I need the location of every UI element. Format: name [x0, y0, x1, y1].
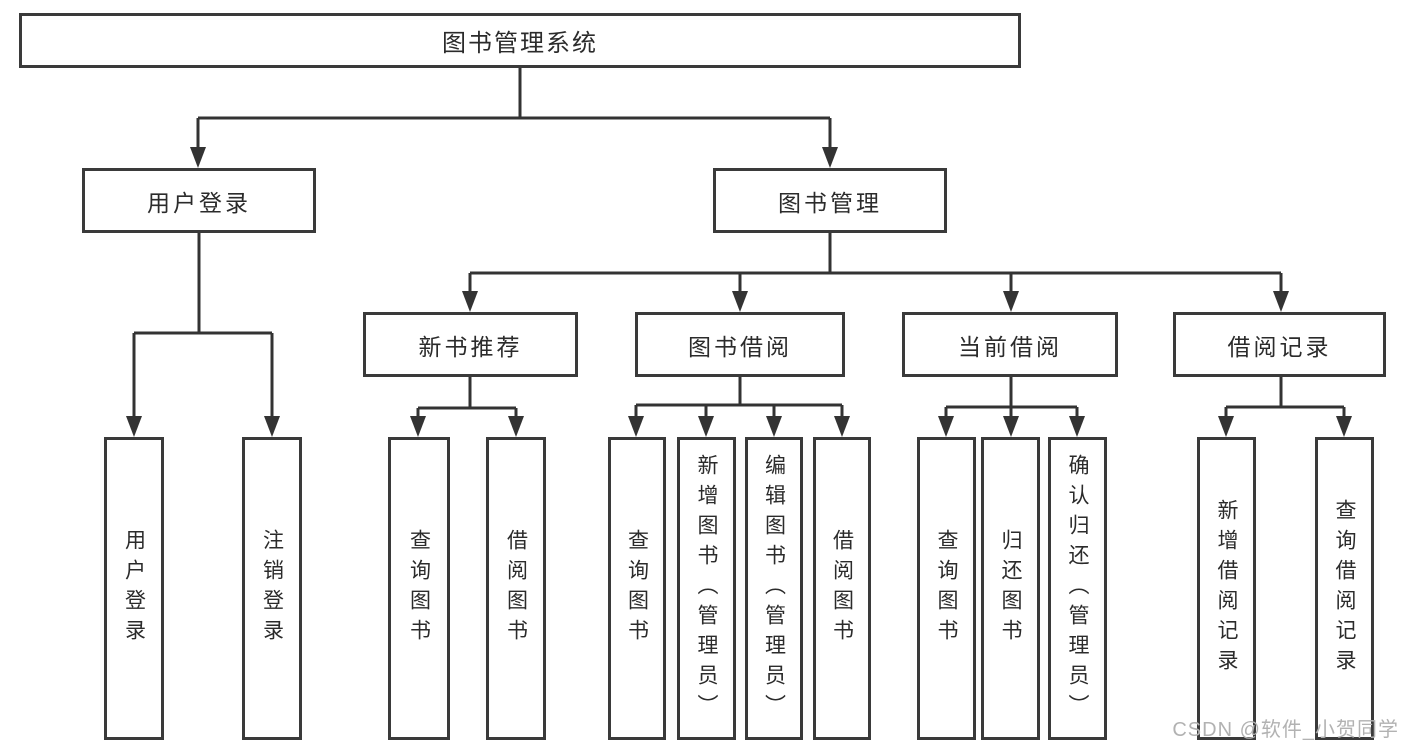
- leaf-label: 确认归还（管理员）: [1066, 453, 1089, 724]
- node-label: 借阅记录: [1227, 333, 1332, 360]
- node-label: 图书管理: [778, 189, 882, 216]
- leaf-current-query-books: 查询图书: [917, 437, 976, 740]
- leaf-label: 用户登录: [122, 528, 146, 649]
- leaf-records-query-borrow-record: 查询借阅记录: [1315, 437, 1374, 740]
- node-current-borrowing: 当前借阅: [902, 312, 1118, 377]
- leaf-label: 新增借阅记录: [1215, 498, 1238, 679]
- leaf-current-return-books: 归还图书: [981, 437, 1040, 740]
- node-user-login: 用户登录: [82, 168, 316, 233]
- leaf-label: 编辑图书（管理员）: [762, 453, 786, 724]
- leaf-label: 注销登录: [260, 528, 284, 649]
- node-label: 当前借阅: [958, 333, 1062, 360]
- leaf-borrowing-query-books: 查询图书: [608, 437, 666, 740]
- leaf-label: 查询借阅记录: [1333, 498, 1356, 679]
- leaf-records-add-borrow-record: 新增借阅记录: [1197, 437, 1256, 740]
- leaf-label: 查询图书: [625, 528, 649, 649]
- node-borrowing-records: 借阅记录: [1173, 312, 1386, 377]
- leaf-recommend-borrow-books: 借阅图书: [486, 437, 546, 740]
- node-library-management-system: 图书管理系统: [19, 13, 1021, 68]
- leaf-borrowing-edit-books-admin: 编辑图书（管理员）: [745, 437, 803, 740]
- node-label: 新书推荐: [418, 333, 523, 360]
- leaf-label: 借阅图书: [830, 528, 854, 649]
- leaf-label: 查询图书: [935, 528, 958, 649]
- leaf-label: 归还图书: [999, 528, 1022, 649]
- node-label: 图书借阅: [688, 333, 792, 360]
- node-label: 用户登录: [147, 189, 251, 216]
- leaf-recommend-query-books: 查询图书: [388, 437, 450, 740]
- node-book-management: 图书管理: [713, 168, 947, 233]
- leaf-logout: 注销登录: [242, 437, 302, 740]
- leaf-label: 借阅图书: [504, 528, 528, 649]
- node-label: 图书管理系统: [442, 30, 598, 57]
- leaf-borrowing-borrow-books: 借阅图书: [813, 437, 871, 740]
- leaf-label: 查询图书: [407, 528, 431, 649]
- leaf-user-login: 用户登录: [104, 437, 164, 740]
- leaf-label: 新增图书（管理员）: [695, 453, 718, 724]
- node-book-borrowing: 图书借阅: [635, 312, 845, 377]
- node-new-book-recommend: 新书推荐: [363, 312, 578, 377]
- leaf-borrowing-add-books-admin: 新增图书（管理员）: [677, 437, 736, 740]
- csdn-watermark: CSDN @软件_小贺同学: [1172, 719, 1399, 741]
- leaf-current-confirm-return-admin: 确认归还（管理员）: [1048, 437, 1107, 740]
